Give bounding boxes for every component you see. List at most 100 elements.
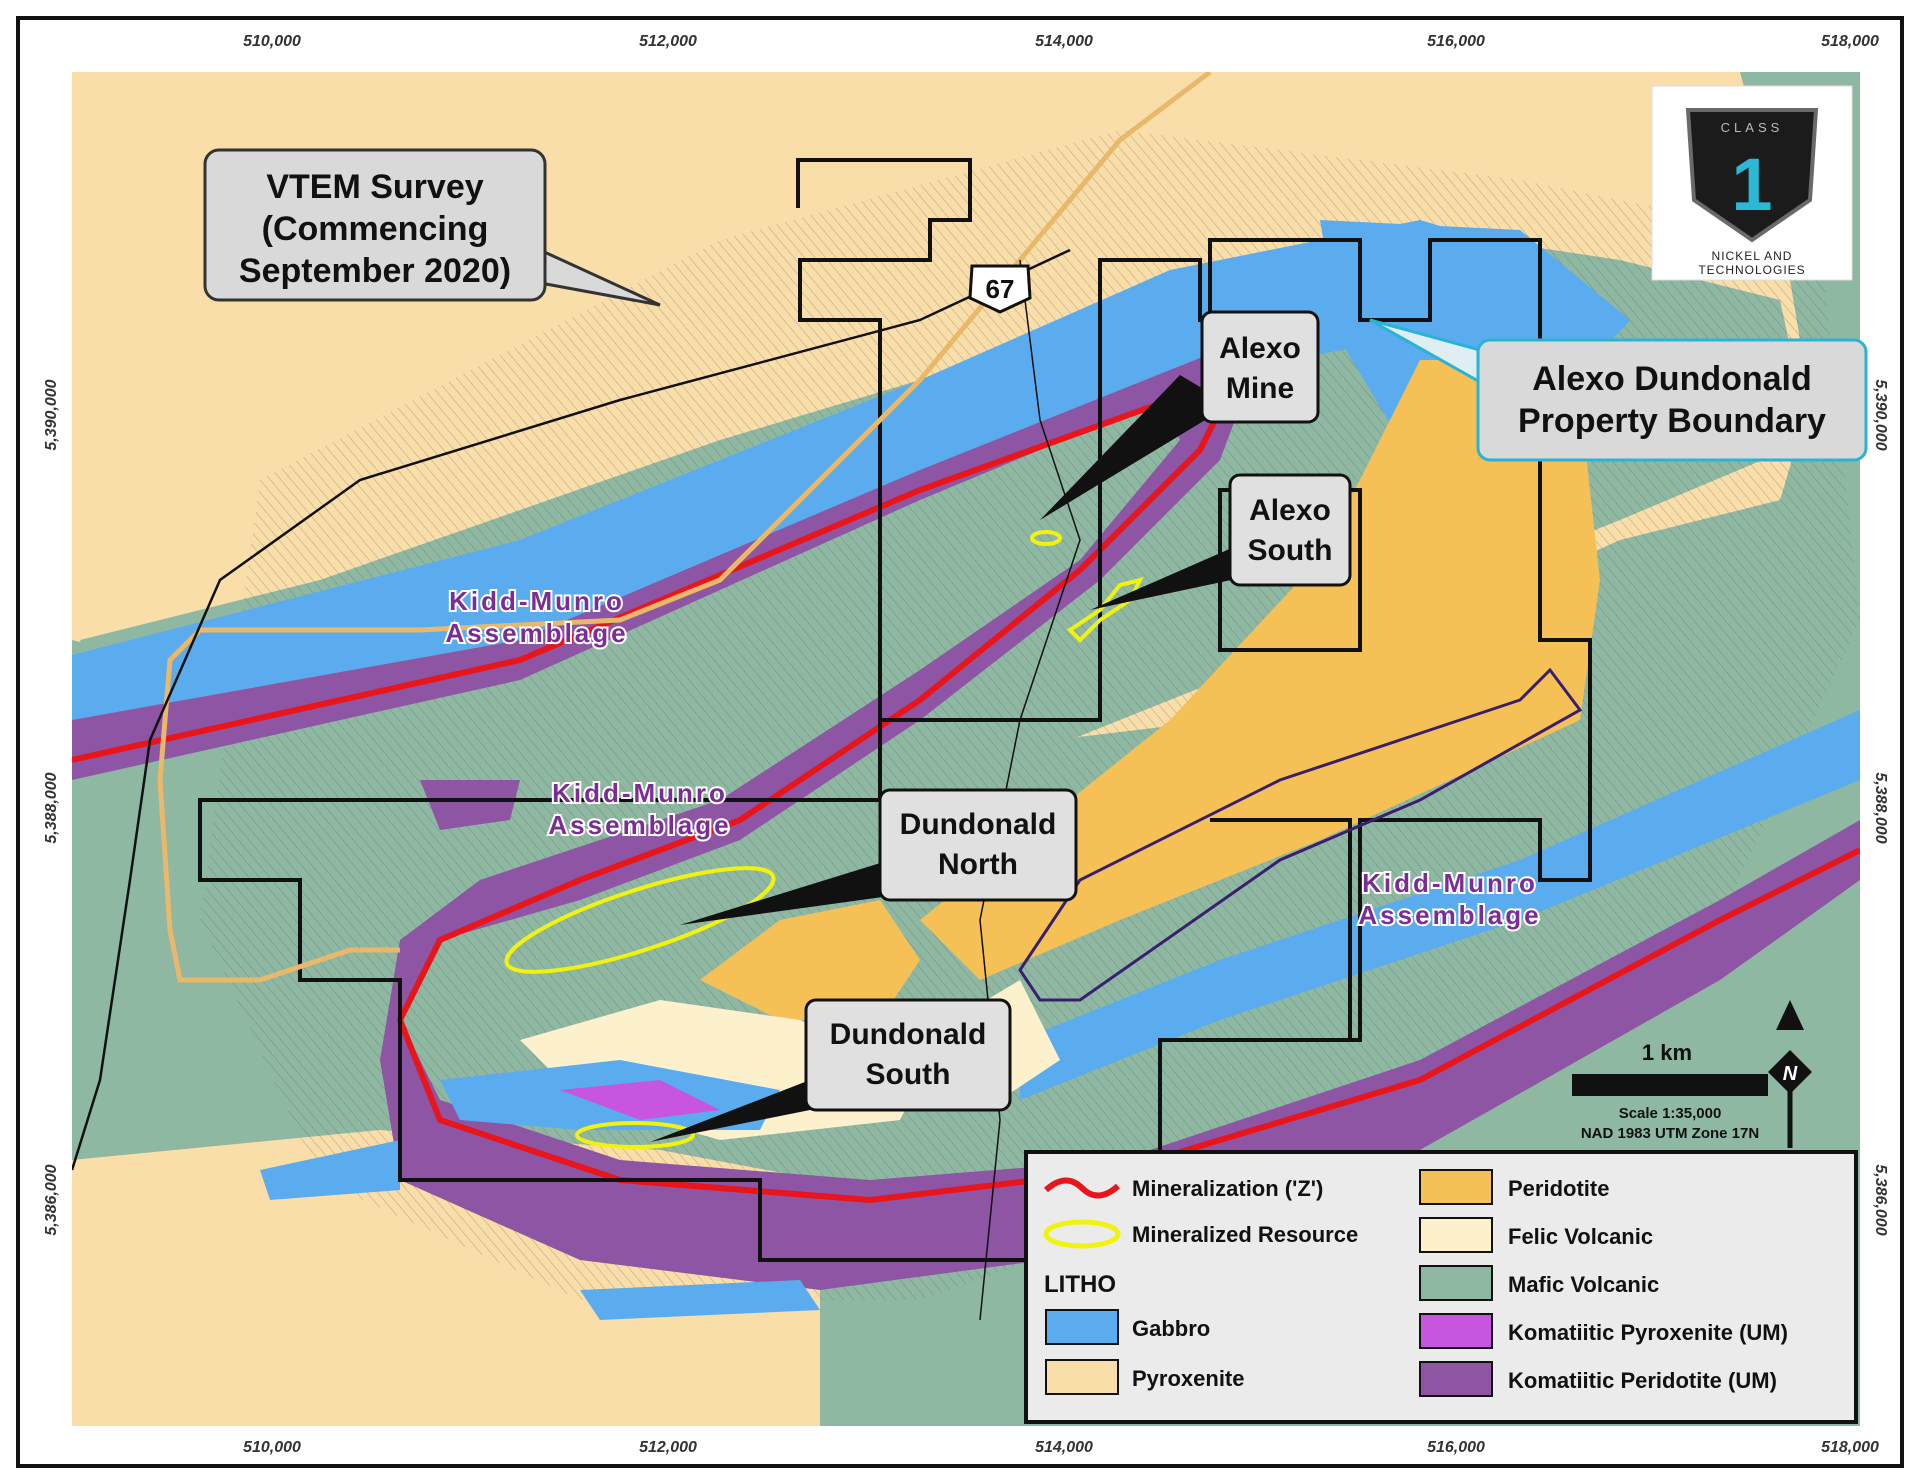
map-body (72, 72, 1860, 1426)
y-tick: 5,388,000 (1872, 772, 1889, 843)
assemblage-labels: Kidd-Munro Assemblage Kidd-Munro Assembl… (443, 584, 1541, 932)
gabbro-sw (260, 1140, 400, 1200)
scale-distance: 1 km (1642, 1040, 1692, 1065)
inner-boundary (1018, 667, 1583, 1002)
highway-shield: 67 (968, 264, 1032, 314)
callout-line: (Commencing (262, 210, 489, 248)
x-tick: 510,000 (243, 1439, 301, 1456)
highway-shield-icon (968, 264, 1032, 314)
peridotite-pod (420, 780, 520, 830)
resource-dundonald-north (504, 866, 776, 974)
callout-line: Alexo (1219, 332, 1301, 365)
callout-line: Dundonald (830, 1018, 987, 1051)
callout-dundonald-south: Dundonald South (650, 998, 1012, 1142)
road-west (157, 628, 400, 983)
legend-label: Pyroxenite (1132, 1366, 1245, 1391)
property-boundary (198, 158, 1592, 1262)
north-arrow: N (1768, 1000, 1812, 1148)
callout-alexo-south: Alexo South (1090, 473, 1352, 610)
callout-line: South (1248, 534, 1333, 567)
highway-number: 67 (986, 274, 1015, 304)
y-axis-ticks-left: 5,390,000 5,388,000 5,386,000 (43, 379, 60, 1235)
assemblage-label: Kidd-Munro (1362, 868, 1538, 898)
y-tick: 5,386,000 (1872, 1164, 1889, 1235)
resource-alexo-mine (1030, 530, 1062, 546)
legend-mineralization-swatch (1043, 1177, 1121, 1199)
scale-bar: 1 km Scale 1:35,000 NAD 1983 UTM Zone 17… (1572, 1040, 1768, 1142)
x-tick: 516,000 (1427, 33, 1485, 50)
callout-line: Alexo (1249, 494, 1331, 527)
assemblage-label: Assemblage (1358, 900, 1541, 930)
logo-brand: CLASS (1721, 120, 1784, 135)
logo-line1: NICKEL AND (1712, 249, 1793, 263)
y-tick: 5,388,000 (43, 772, 60, 843)
x-axis-ticks-top: 510,000 512,000 514,000 516,000 518,000 (243, 33, 1879, 50)
geology-map: 510,000 512,000 514,000 516,000 518,000 … (43, 33, 1889, 1456)
x-tick: 510,000 (243, 33, 301, 50)
y-tick: 5,386,000 (43, 1164, 60, 1235)
legend-swatch (1419, 1265, 1493, 1301)
legend-label: Peridotite (1508, 1176, 1609, 1201)
creek (979, 259, 1081, 1321)
callout-vtem: VTEM Survey (Commencing September 2020) (203, 148, 661, 307)
callout-line: Alexo Dundonald (1532, 360, 1812, 398)
callout-line: Mine (1226, 372, 1294, 405)
legend-resource-swatch (1043, 1219, 1121, 1249)
callout-alexo-mine: Alexo Mine (1040, 310, 1320, 520)
legend-label: Mineralization ('Z') (1132, 1176, 1323, 1201)
callout-line: Dundonald (900, 808, 1057, 841)
legend-swatch (1045, 1359, 1119, 1395)
railway (72, 248, 1071, 1171)
assemblage-label: Kidd-Munro (449, 586, 625, 616)
x-tick: 518,000 (1821, 33, 1879, 50)
company-logo: CLASS 1 NICKEL AND TECHNOLOGIES (1651, 85, 1853, 281)
y-tick: 5,390,000 (43, 379, 60, 450)
legend-swatch (1419, 1169, 1493, 1205)
komatiitic-pyroxenite (560, 1080, 720, 1120)
callout-dundonald-north: Dundonald North (680, 788, 1078, 925)
x-axis-ticks-bottom: 510,000 512,000 514,000 516,000 518,000 (243, 1439, 1879, 1456)
legend-label: Mafic Volcanic (1508, 1272, 1659, 1297)
legend-swatch (1419, 1217, 1493, 1253)
gabbro-lens (580, 1280, 820, 1320)
gabbro-band-east (1020, 710, 1860, 1100)
legend-swatch (1045, 1309, 1119, 1345)
x-tick: 514,000 (1035, 1439, 1093, 1456)
resource-dundonald-south (575, 1121, 695, 1149)
callout-property-boundary: Alexo Dundonald Property Boundary (1369, 318, 1868, 462)
property-boundary-east (1210, 818, 1352, 1040)
legend-label: Felic Volcanic (1508, 1224, 1653, 1249)
road-highway (200, 72, 1212, 633)
legend-label: Komatiitic Pyroxenite (UM) (1508, 1320, 1788, 1345)
peridotite-south (700, 900, 920, 1020)
scale-ratio: Scale 1:35,000 (1619, 1105, 1722, 1122)
north-letter: N (1783, 1063, 1798, 1085)
logo-line2: TECHNOLOGIES (1698, 263, 1805, 277)
assemblage-label: Assemblage (548, 810, 731, 840)
map-frame: 510,000 512,000 514,000 516,000 518,000 … (16, 16, 1904, 1468)
assemblage-label: Kidd-Munro (552, 778, 728, 808)
x-tick: 512,000 (639, 33, 697, 50)
callout-line: September 2020) (239, 252, 511, 290)
y-axis-ticks-right: 5,390,000 5,388,000 5,386,000 (1872, 379, 1889, 1235)
legend: Mineralization ('Z') Mineralized Resourc… (1024, 1150, 1858, 1424)
legend-swatch (1419, 1361, 1493, 1397)
y-tick: 5,390,000 (1872, 379, 1889, 450)
assemblage-label: Assemblage (445, 618, 628, 648)
callout-line: South (866, 1058, 951, 1091)
legend-swatch (1419, 1313, 1493, 1349)
legend-label: Mineralized Resource (1132, 1222, 1358, 1247)
x-tick: 512,000 (639, 1439, 697, 1456)
x-tick: 516,000 (1427, 1439, 1485, 1456)
peridotite-body (920, 360, 1600, 980)
legend-title: LITHO (1044, 1271, 1116, 1298)
legend-label: Komatiitic Peridotite (UM) (1508, 1368, 1777, 1393)
scale-datum: NAD 1983 UTM Zone 17N (1581, 1125, 1759, 1142)
x-tick: 514,000 (1035, 33, 1093, 50)
callout-line: Property Boundary (1518, 402, 1826, 440)
callout-line: North (938, 848, 1018, 881)
x-tick: 518,000 (1821, 1439, 1879, 1456)
legend-label: Gabbro (1132, 1316, 1210, 1341)
callout-line: VTEM Survey (266, 168, 483, 206)
logo-numeral: 1 (1731, 143, 1772, 226)
